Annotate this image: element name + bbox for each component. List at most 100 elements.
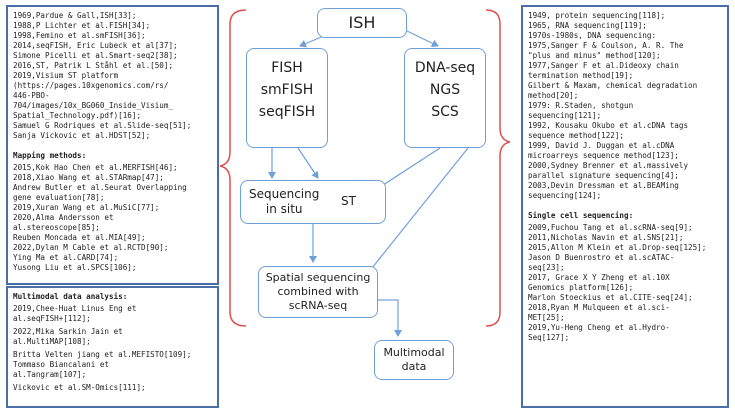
list-item: 2022,Mika Sarkin Jain et bbox=[13, 327, 123, 337]
left-brace bbox=[219, 9, 247, 327]
combined-line-2: combined with bbox=[277, 285, 359, 298]
arrow-fish-to-st bbox=[297, 147, 319, 179]
right-sequencing-panel: 1949, protein sequencing[118]; 1965, RNA… bbox=[521, 5, 729, 408]
ish-label: ISH bbox=[348, 13, 376, 32]
list-item: 2017, Grace X Y Zheng et al.10X bbox=[528, 273, 670, 283]
scs-label: SCS bbox=[431, 104, 459, 120]
list-item: (https://pages.10xgenomics.com/rs/ bbox=[13, 81, 169, 91]
list-item: Simone Picelli et al.Smart-seq2[38]; bbox=[13, 51, 178, 61]
list-item: Gilbert & Maxam, chemical degradation bbox=[528, 81, 698, 91]
list-item: 446-PBO- bbox=[13, 91, 50, 101]
list-item: 2000,Sydney Brenner et al.massively bbox=[528, 161, 689, 171]
arrow-ish-to-dna bbox=[404, 29, 439, 47]
list-item: 1975,Sanger F & Coulson, A. R. The bbox=[528, 41, 684, 51]
list-item: Yusong Liu et al.SPCS[106]; bbox=[13, 263, 137, 273]
list-item: microarreys sequence method[123]; bbox=[528, 151, 679, 161]
list-item: Andrew Butler et al.Seurat Overlapping bbox=[13, 183, 187, 193]
list-item: MET[25]; bbox=[528, 313, 565, 323]
single-cell-heading: Single cell sequencing: bbox=[528, 211, 634, 221]
ish-node: ISH bbox=[317, 8, 407, 38]
spatial-combined-node: Spatial sequencing combined with scRNA-s… bbox=[258, 266, 378, 318]
list-item: Spatial_Technology.pdf)[16]; bbox=[13, 111, 142, 121]
list-item: 2022,Dylan M Cable et al.RCTD[90]; bbox=[13, 243, 169, 253]
sequencing-label: Sequencing bbox=[249, 187, 320, 201]
in-situ-label: in situ bbox=[265, 202, 303, 216]
st-label: ST bbox=[341, 194, 356, 208]
list-item: gene evaluation[78]; bbox=[13, 193, 105, 203]
mapping-methods-list: 2015,Kok Hao Chen et al.MERFISH[46]; 201… bbox=[13, 163, 212, 273]
list-item: 1998,Femino et al.smFISH[36]; bbox=[13, 31, 146, 41]
list-item: 2015,Kok Hao Chen et al.MERFISH[46]; bbox=[13, 163, 178, 173]
list-item: Jason D Buenrostro et al.scATAC- bbox=[528, 253, 675, 263]
list-item: Samuel G Rodriques et al.Slide-seq[51]; bbox=[13, 121, 192, 131]
list-item: 1977,Sanger F et al.Dideoxy chain bbox=[528, 61, 679, 71]
dna-seq-label: DNA-seq bbox=[414, 60, 476, 76]
list-item: al.stereoscope[85]; bbox=[13, 223, 100, 233]
list-item: sequencing[121]; bbox=[528, 111, 602, 121]
arrow-dna-to-combined bbox=[363, 147, 469, 279]
multimodal-node: Multimodal data bbox=[374, 340, 454, 380]
seqfish-label: seqFISH bbox=[258, 104, 316, 120]
list-item: 2019,Yu-Heng Cheng et al.Hydro- bbox=[528, 323, 670, 333]
list-item: "plus and minus" method[120]; bbox=[528, 51, 661, 61]
sequencing-history-list: 1949, protein sequencing[118]; 1965, RNA… bbox=[528, 11, 722, 201]
multimodal-line-2: data bbox=[401, 360, 427, 373]
list-item: Britta Velten jiang et al.MEFISTO[109]; bbox=[13, 350, 192, 360]
left-references-panel: 1969,Pardue & Gall,ISH[33]; 1988,P Licht… bbox=[6, 5, 219, 285]
list-item: 2020,Alma Andersson et bbox=[13, 213, 114, 223]
arrow-combined-to-multimodal bbox=[378, 299, 402, 337]
list-item: 1992, Kousaku Okubo et al.cDNA tags bbox=[528, 121, 689, 131]
dna-group-node: DNA-seq NGS SCS bbox=[404, 48, 486, 148]
smfish-label: smFISH bbox=[260, 82, 314, 98]
list-item: 2018,Ryan M Mulqueen et al.sci- bbox=[528, 303, 670, 313]
combined-line-3: scRNA-seq bbox=[288, 299, 348, 312]
fish-label: FISH bbox=[271, 60, 303, 76]
list-item: sequence method[122]; bbox=[528, 131, 625, 141]
list-item: al.MultiMAP[108]; bbox=[13, 337, 91, 347]
list-item: 1969,Pardue & Gall,ISH[33]; bbox=[13, 11, 137, 20]
list-item: 2018,Xiao Wang et al.STARmap[47]; bbox=[13, 173, 164, 183]
list-item: al.Tangram[107]; bbox=[13, 370, 87, 380]
list-item: Vickovic et al.SM-Omics[111]; bbox=[13, 383, 146, 393]
fish-group-node: FISH smFISH seqFISH bbox=[246, 48, 328, 148]
list-item: Marlon Stoeckius et al.CITE-seq[24]; bbox=[528, 293, 693, 303]
multimodal-analysis-list: 2019,Chee-Huat Linus Eng et al.seqFISH+[… bbox=[13, 304, 212, 393]
list-item: parallel signature sequencing[4]; bbox=[528, 171, 679, 181]
list-item: 2003,Devin Dressman et al.BEAMing bbox=[528, 181, 679, 191]
list-item: 2014,seqFISH, Eric Lubeck et al[37]; bbox=[13, 41, 178, 51]
list-item: 1988,P Lichter et al.FISH[34]; bbox=[13, 21, 151, 31]
list-item: 2011,Nicholas Navin et al.SNS[21]; bbox=[528, 233, 684, 243]
list-item: sequencing[124]; bbox=[528, 191, 602, 201]
list-item: 704/images/10x_BG060_Inside_Visium_ bbox=[13, 101, 174, 111]
multimodal-analysis-heading: Multimodal data analysis: bbox=[13, 292, 128, 301]
list-item: al.seqFISH+[112]; bbox=[13, 314, 91, 324]
mapping-methods-heading: Mapping methods: bbox=[13, 151, 87, 161]
ngs-label: NGS bbox=[429, 82, 461, 98]
combined-line-1: Spatial sequencing bbox=[265, 271, 371, 284]
list-item: 1949, protein sequencing[118]; bbox=[528, 11, 666, 20]
list-item: 2009,Fuchou Tang et al.scRNA-seq[9]; bbox=[528, 223, 693, 233]
list-item: 2019,Chee-Huat Linus Eng et bbox=[13, 304, 137, 314]
insitu-st-node: Sequencing in situ ST bbox=[240, 180, 386, 224]
list-item: method[20]; bbox=[528, 91, 579, 101]
list-item: 1999, David J. Duggan et al.cDNA bbox=[528, 141, 675, 151]
list-item: 1965, RNA sequencing[119]; bbox=[528, 21, 647, 31]
right-brace bbox=[485, 9, 511, 327]
list-item: seq[23]; bbox=[528, 263, 565, 273]
list-item: Seq[127]; bbox=[528, 333, 570, 343]
list-item: termination method[19]; bbox=[528, 71, 634, 81]
list-item: Sanja Vickovic et al.HDST[52]; bbox=[13, 131, 151, 141]
list-item: Reuben Moncada et al.MIA[49]; bbox=[13, 233, 146, 243]
list-item: 2015,Allon M Klein et al.Drop-seq[125]; bbox=[528, 243, 707, 253]
list-item: Ying Ma et al.CARD[74]; bbox=[13, 253, 119, 263]
left-history-list: 1969,Pardue & Gall,ISH[33]; 1988,P Licht… bbox=[13, 11, 212, 141]
list-item: 1970s-1980s, DNA sequencing: bbox=[528, 31, 657, 41]
multimodal-line-1: Multimodal bbox=[383, 346, 445, 359]
list-item: 2019,Xuran Wang et al.MuSiC[77]; bbox=[13, 203, 160, 213]
single-cell-list: 2009,Fuchou Tang et al.scRNA-seq[9]; 201… bbox=[528, 223, 722, 343]
list-item: Tommaso Biancalani et bbox=[13, 360, 110, 370]
list-item: 2016,ST, Patrik L Ståhl et al.[50]; bbox=[13, 61, 174, 71]
list-item: 2019,Visium ST platform bbox=[13, 71, 119, 81]
list-item: 1979: R.Staden, shotgun bbox=[528, 101, 634, 111]
list-item: Genomics platform[126]; bbox=[528, 283, 634, 293]
